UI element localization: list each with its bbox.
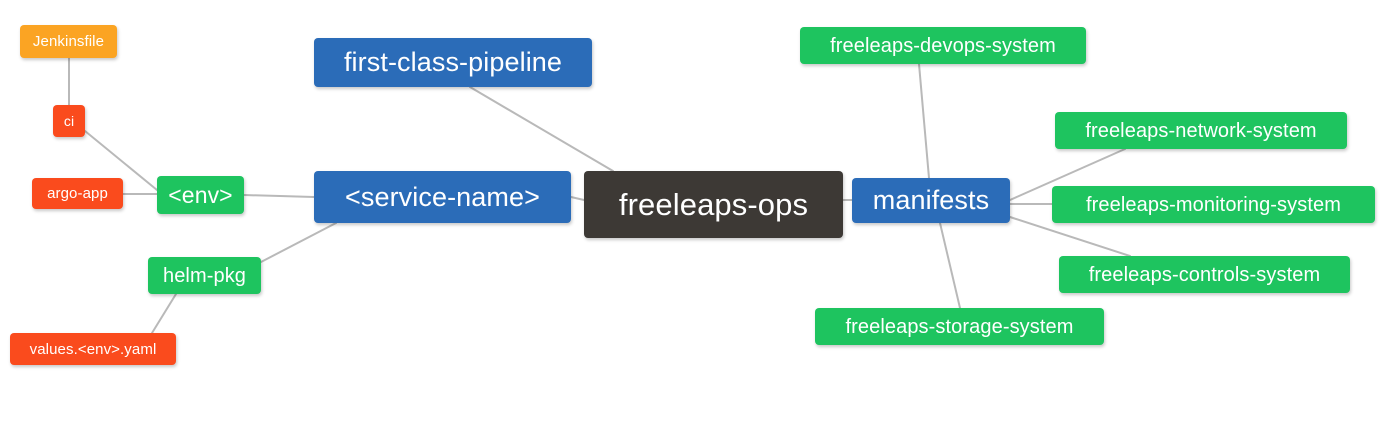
edge-service-name-to-freeleaps-ops <box>570 196 585 201</box>
node-env[interactable]: <env> <box>157 176 244 214</box>
node-devops-system[interactable]: freeleaps-devops-system <box>800 27 1086 64</box>
node-network-system[interactable]: freeleaps-network-system <box>1055 112 1347 149</box>
edge-values-yaml-to-helm-pkg <box>151 293 177 334</box>
edge-manifests-to-devops-system <box>918 63 930 179</box>
node-argo-app[interactable]: argo-app <box>32 178 123 209</box>
node-first-class-pipeline[interactable]: first-class-pipeline <box>314 38 592 87</box>
node-values-yaml[interactable]: values.<env>.yaml <box>10 333 176 365</box>
node-controls-system[interactable]: freeleaps-controls-system <box>1059 256 1350 293</box>
node-storage-system[interactable]: freeleaps-storage-system <box>815 308 1104 345</box>
edge-helm-pkg-to-service-name <box>260 222 337 263</box>
edge-env-to-service-name <box>243 194 315 198</box>
edge-first-class-pipeline-to-freeleaps-ops <box>469 86 614 172</box>
node-freeleaps-ops[interactable]: freeleaps-ops <box>584 171 843 238</box>
node-helm-pkg[interactable]: helm-pkg <box>148 257 261 294</box>
node-manifests[interactable]: manifests <box>852 178 1010 223</box>
node-service-name[interactable]: <service-name> <box>314 171 571 223</box>
edge-manifests-to-storage-system <box>939 222 961 309</box>
node-ci[interactable]: ci <box>53 105 85 137</box>
node-monitoring-system[interactable]: freeleaps-monitoring-system <box>1052 186 1375 223</box>
node-jenkinsfile[interactable]: Jenkinsfile <box>20 25 117 58</box>
